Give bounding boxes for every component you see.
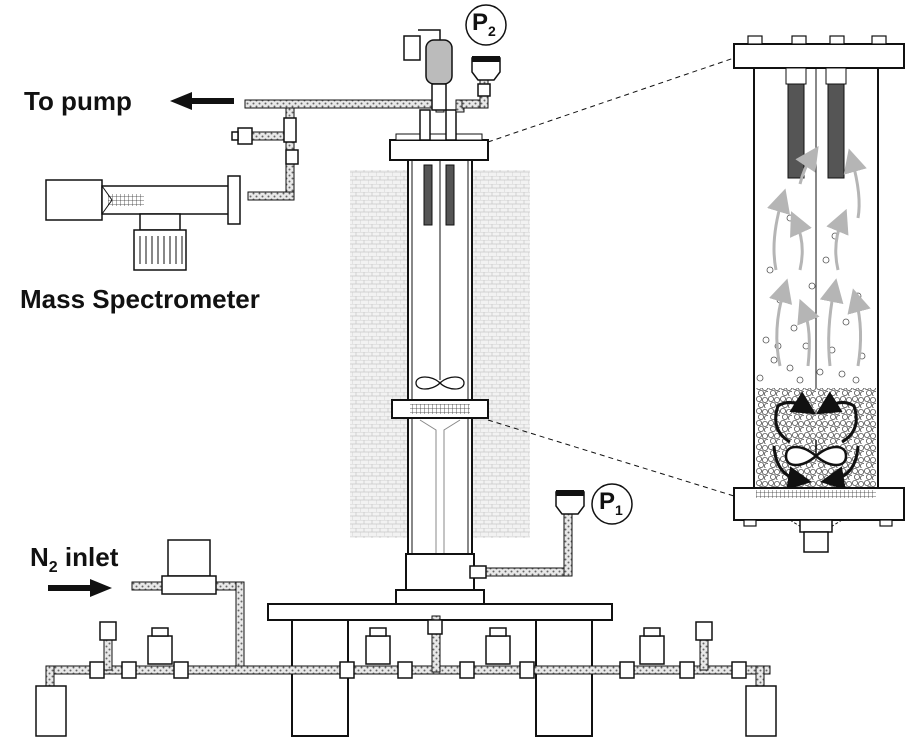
p2-symbol: P xyxy=(472,9,489,36)
filter-rod-left xyxy=(787,83,805,179)
valve-icon xyxy=(365,635,391,665)
zoom-line-bottom xyxy=(487,419,735,497)
valve-icon xyxy=(485,635,511,665)
zoom-line-top xyxy=(487,57,735,143)
support-table-leg-left xyxy=(291,619,349,737)
gas-bottle-right xyxy=(745,685,777,737)
gas-bottle-left xyxy=(35,685,67,737)
ms-body xyxy=(45,179,103,221)
filter-rod-right xyxy=(445,164,455,226)
to-pump-label: To pump xyxy=(24,86,132,116)
filter-rod-left xyxy=(423,164,433,226)
mass-flow-controller xyxy=(167,539,211,577)
arrow-right-icon xyxy=(48,579,112,597)
valve-icon xyxy=(237,127,253,145)
n2-inlet-symbol: N xyxy=(30,542,49,572)
turbo-pump xyxy=(133,229,187,271)
stirrer-icon xyxy=(415,376,465,390)
vent-cylinder xyxy=(425,39,453,85)
p1-symbol: P xyxy=(599,488,616,515)
support-table-leg-right xyxy=(535,619,593,737)
valve-icon xyxy=(639,635,665,665)
reactor-base xyxy=(405,553,475,591)
n2-inlet-subscript: 2 xyxy=(48,559,58,576)
reactor-detail-view xyxy=(733,35,905,553)
tee-fitting xyxy=(283,117,297,143)
heater-right xyxy=(472,170,530,538)
p2-gauge-circle xyxy=(465,4,507,46)
heater-left xyxy=(350,170,408,538)
p2-subscript: 2 xyxy=(488,23,496,39)
mass-spectrometer-label: Mass Spectrometer xyxy=(20,284,260,314)
valve-icon xyxy=(147,635,173,665)
n2-inlet-text: inlet xyxy=(57,542,119,572)
particle-bed xyxy=(756,388,876,488)
reactor-lower-tube xyxy=(407,417,473,555)
p1-subscript: 1 xyxy=(615,502,623,518)
n2-inlet-label: N2 inlet xyxy=(30,542,119,576)
p1-gauge-label: P1 xyxy=(599,488,623,518)
p1-gauge-circle xyxy=(591,483,633,525)
filter-rod-right xyxy=(827,83,845,179)
arrow-left-icon xyxy=(170,92,234,110)
top-flange xyxy=(389,139,489,161)
p2-gauge-label: P2 xyxy=(472,9,496,39)
